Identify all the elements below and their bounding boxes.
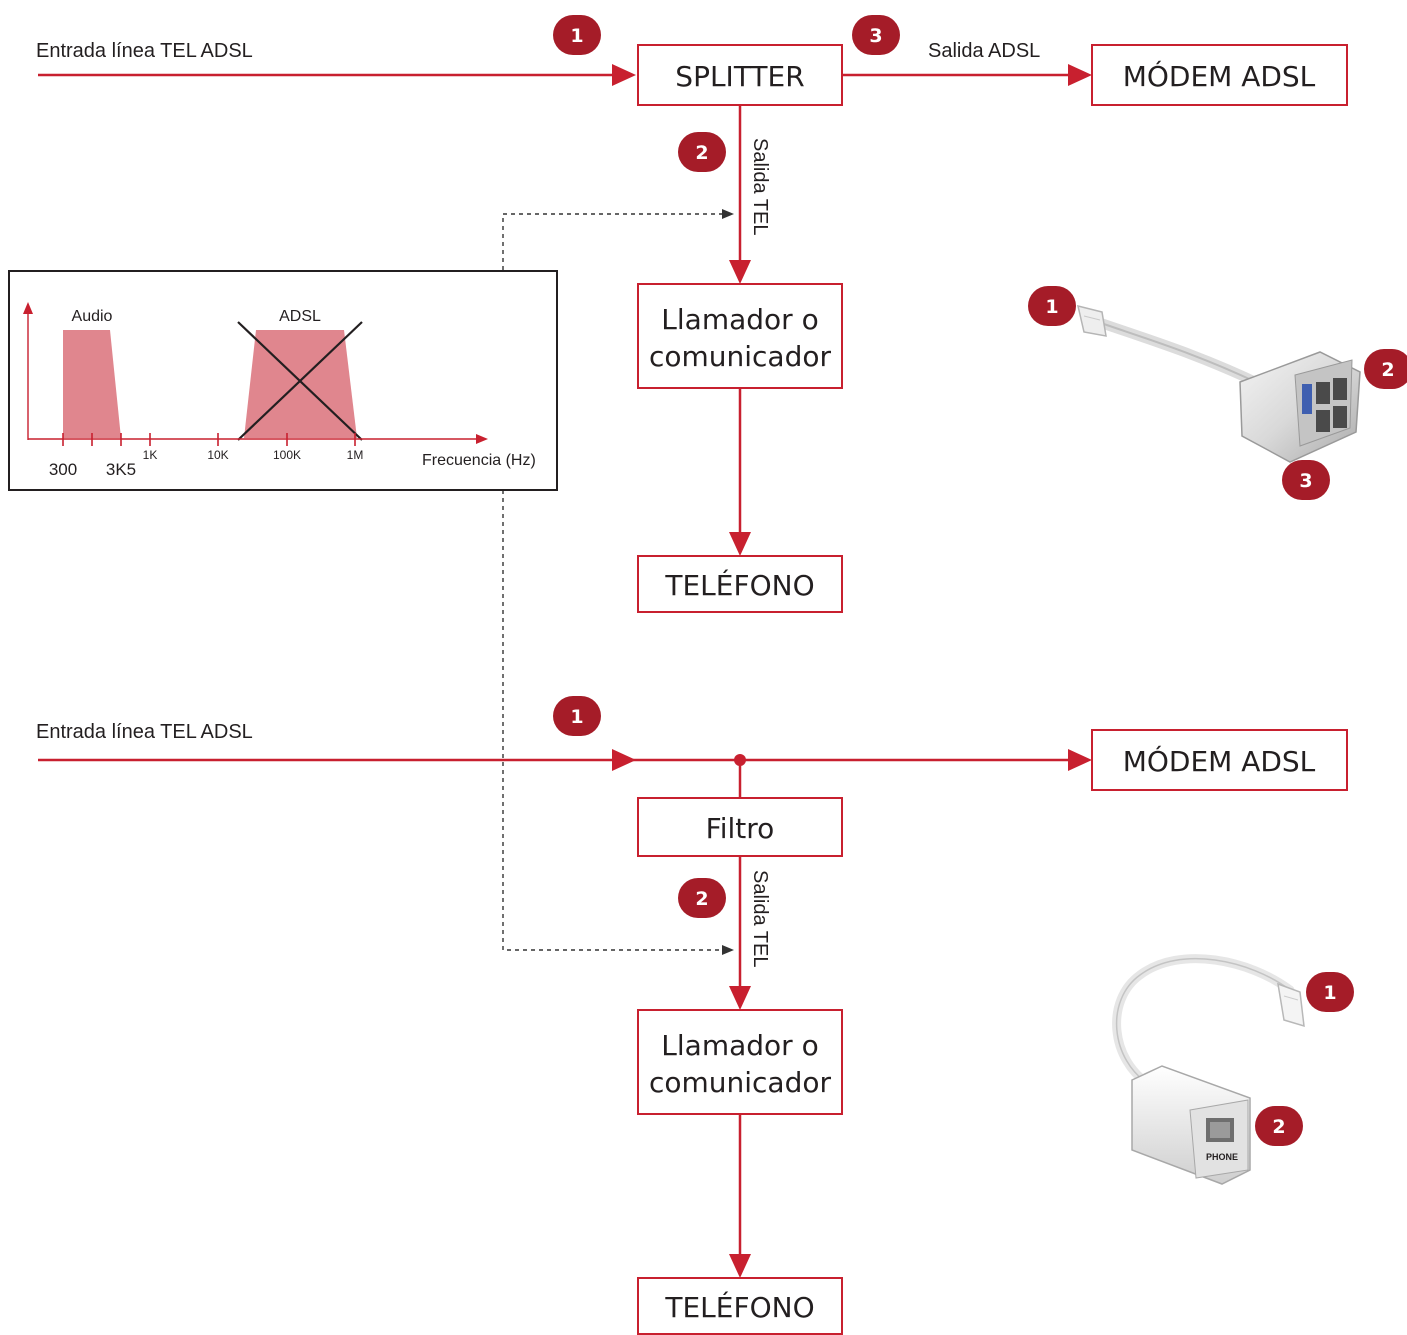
adsl-label: ADSL: [279, 308, 321, 325]
tick-1m: 1M: [347, 448, 364, 462]
top-dialer-line1: Llamador o: [661, 303, 818, 336]
top-phone-arrowhead: [729, 532, 751, 556]
svg-text:2: 2: [1272, 1116, 1285, 1138]
bottom-tel-arrowhead: [729, 986, 751, 1010]
spectrum-panel: Audio ADSL 300 3K5 1K 10K 100K 1M Frecue…: [8, 270, 558, 491]
bottom-modem-arrowhead: [1068, 749, 1092, 771]
splitter-label: SPLITTER: [675, 60, 804, 93]
adsl-cross-line-b: [237, 321, 363, 441]
svg-text:3: 3: [869, 25, 882, 47]
bottom-modem-label: MÓDEM ADSL: [1123, 744, 1316, 778]
audio-label: Audio: [72, 308, 113, 325]
filter-jack-label: PHONE: [1206, 1152, 1238, 1162]
filter-photo-badge-1: 1: [1306, 972, 1354, 1012]
spectrum-callout-connector: [502, 213, 722, 951]
top-badge-1: 1: [553, 15, 601, 55]
tick-10k: 10K: [207, 448, 228, 462]
bottom-phone-box: [637, 1277, 843, 1335]
top-tel-arrowhead: [729, 260, 751, 284]
bottom-input-arrowhead: [612, 749, 636, 771]
bottom-phone-arrowhead: [729, 1254, 751, 1278]
bottom-badge-2: 2: [678, 878, 726, 918]
callout-arrowhead-top: [722, 209, 734, 219]
bottom-dialer-line2: comunicador: [649, 1066, 832, 1099]
bottom-phone-label: TELÉFONO: [664, 1290, 814, 1324]
bottom-tel-out-label: Salida TEL: [749, 870, 771, 967]
tick-3k5: 3K5: [106, 460, 136, 479]
top-phone-box: [637, 555, 843, 613]
svg-text:2: 2: [1381, 359, 1394, 381]
splitter-photo-badge-3: 3: [1282, 460, 1330, 500]
tick-1k: 1K: [143, 448, 158, 462]
svg-text:1: 1: [570, 706, 583, 728]
frequency-axis-label: Frecuencia (Hz): [422, 452, 536, 469]
top-badge-3: 3: [852, 15, 900, 55]
filter-photo-badge-2: 2: [1255, 1106, 1303, 1146]
tick-100k: 100K: [273, 448, 301, 462]
top-modem-label: MÓDEM ADSL: [1123, 59, 1316, 93]
top-input-arrowhead: [612, 64, 636, 86]
filter-box: [637, 797, 843, 857]
top-input-label: Entrada línea TEL ADSL: [36, 40, 253, 62]
adsl-band: [244, 330, 357, 438]
top-badge-2: 2: [678, 132, 726, 172]
svg-text:1: 1: [1045, 296, 1058, 318]
svg-text:3: 3: [1299, 470, 1312, 492]
top-adsl-out-label: Salida ADSL: [928, 40, 1040, 62]
top-dialer-line2: comunicador: [649, 340, 832, 373]
svg-text:1: 1: [570, 25, 583, 47]
top-dialer-box: [637, 283, 843, 389]
callout-arrowhead-bottom: [722, 945, 734, 955]
top-adsl-arrowhead: [1068, 64, 1092, 86]
splitter-photo: [1076, 304, 1361, 463]
top-tel-out-label: Salida TEL: [749, 138, 771, 235]
spectrum-ticks: [62, 433, 356, 446]
top-phone-label: TELÉFONO: [664, 568, 814, 602]
splitter-photo-badge-2: 2: [1364, 349, 1407, 389]
svg-text:1: 1: [1323, 982, 1336, 1004]
bottom-dialer-box: [637, 1009, 843, 1115]
filter-photo: PHONE: [1112, 954, 1305, 1185]
tick-300: 300: [49, 460, 77, 479]
svg-text:2: 2: [695, 888, 708, 910]
svg-text:2: 2: [695, 142, 708, 164]
bottom-input-label: Entrada línea TEL ADSL: [36, 721, 253, 743]
splitter-photo-badge-1: 1: [1028, 286, 1076, 326]
bottom-modem-box: [1091, 729, 1348, 791]
bottom-dialer-line1: Llamador o: [661, 1029, 818, 1062]
audio-band: [63, 330, 121, 438]
bottom-badge-1: 1: [553, 696, 601, 736]
filter-label: Filtro: [706, 812, 775, 845]
top-modem-box: [1091, 44, 1348, 106]
